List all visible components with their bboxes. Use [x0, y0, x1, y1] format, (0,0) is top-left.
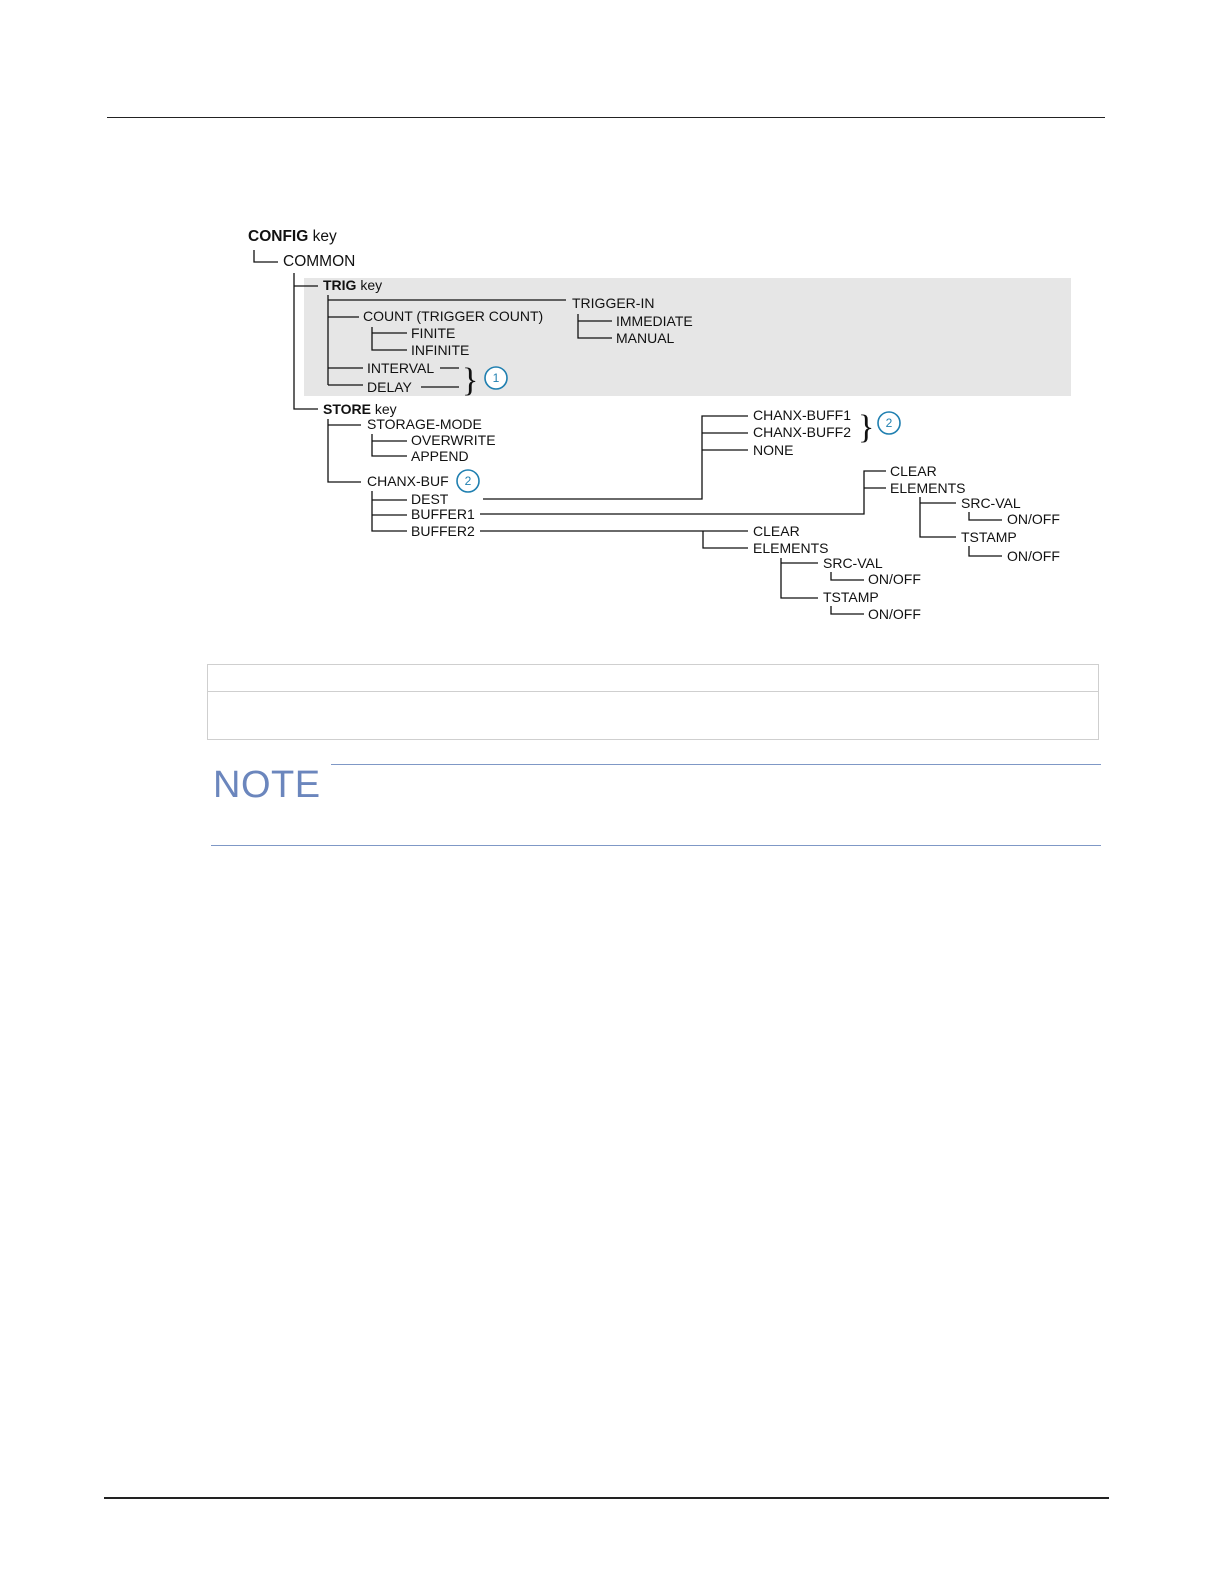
connector-store-children	[327, 419, 361, 483]
config-menu-tree-diagram: CONFIG key COMMON TRIG key TRIGGER-IN IM…	[248, 228, 1071, 622]
buffer2-src-onoff-label: ON/OFF	[868, 571, 921, 587]
trigger-in-label: TRIGGER-IN	[572, 295, 654, 311]
brace-dest-callout: }	[858, 409, 874, 446]
note-title: NOTE	[213, 764, 321, 806]
connector-config-common	[253, 250, 278, 263]
connector-common-trunk	[293, 273, 318, 410]
callout-circle-2a	[456, 469, 480, 493]
buffer2-clear-label: CLEAR	[753, 523, 800, 539]
callout-number-1: 1	[493, 371, 500, 385]
buffer1-src-onoff-label: ON/OFF	[1007, 511, 1060, 527]
config-key-label: CONFIG key	[248, 228, 337, 245]
chanx-buff2-label: CHANX-BUFF2	[753, 424, 851, 440]
buffer1-clear-label: CLEAR	[890, 463, 937, 479]
trig-key-label: TRIG key	[323, 277, 382, 293]
overwrite-label: OVERWRITE	[411, 432, 496, 448]
buffer2-ts-onoff-label: ON/OFF	[868, 606, 921, 622]
infinite-label: INFINITE	[411, 342, 469, 358]
connector-buffer2-ts-onoff	[830, 606, 864, 615]
buffer2-label: BUFFER2	[411, 523, 475, 539]
callout-number-2a: 2	[465, 474, 472, 488]
chanx-buff1-label: CHANX-BUFF1	[753, 407, 851, 423]
finite-label: FINITE	[411, 325, 455, 341]
storage-mode-label: STORAGE-MODE	[367, 416, 482, 432]
chanx-buf-label: CHANX-BUF	[367, 473, 449, 489]
connector-count-children	[371, 327, 407, 351]
interval-label: INTERVAL	[367, 360, 434, 376]
buffer1-elements-label: ELEMENTS	[890, 480, 965, 496]
immediate-label: IMMEDIATE	[616, 313, 693, 329]
brace-trig-callout: }	[462, 362, 478, 399]
callout-circle-1	[484, 366, 508, 390]
common-label: COMMON	[283, 253, 355, 270]
buffer2-elements-label: ELEMENTS	[753, 540, 828, 556]
connector-dest-options	[483, 415, 748, 500]
connector-buffer2-elements	[780, 558, 818, 599]
append-label: APPEND	[411, 448, 469, 464]
buffer1-label: BUFFER1	[411, 506, 475, 522]
note-box: NOTE	[211, 764, 1101, 846]
buffer1-src-val-label: SRC-VAL	[961, 495, 1021, 511]
trig-panel-background	[304, 278, 1071, 396]
store-key-label: STORE key	[323, 401, 397, 417]
callout-legend-table	[207, 664, 1099, 740]
buffer2-src-val-label: SRC-VAL	[823, 555, 883, 571]
connector-buffer2-menu	[480, 530, 748, 549]
connector-chanx-buf-children	[371, 491, 407, 532]
manual-label: MANUAL	[616, 330, 675, 346]
note-bottom-rule	[211, 845, 1101, 846]
connector-buffer1-src-onoff	[968, 512, 1002, 521]
note-top-rule	[331, 764, 1101, 765]
connector-buffer2-src-onoff	[830, 572, 864, 581]
footer-rule	[104, 1497, 1109, 1499]
buffer1-ts-onoff-label: ON/OFF	[1007, 548, 1060, 564]
buffer2-tstamp-label: TSTAMP	[823, 589, 879, 605]
connector-buffer1-elements	[919, 497, 956, 538]
connector-buffer1-menu	[480, 470, 886, 515]
legend-table-header-row	[208, 665, 1098, 692]
connector-triggerin-children	[577, 314, 612, 339]
connector-storage-mode-children	[371, 434, 407, 457]
dest-label: DEST	[411, 491, 449, 507]
header-rule	[107, 117, 1105, 118]
buffer1-tstamp-label: TSTAMP	[961, 529, 1017, 545]
count-label: COUNT (TRIGGER COUNT)	[363, 308, 543, 324]
callout-number-2b: 2	[886, 416, 893, 430]
callout-circle-2b	[877, 411, 901, 435]
connector-buffer1-ts-onoff	[968, 546, 1002, 557]
delay-label: DELAY	[367, 379, 413, 395]
none-label: NONE	[753, 442, 793, 458]
